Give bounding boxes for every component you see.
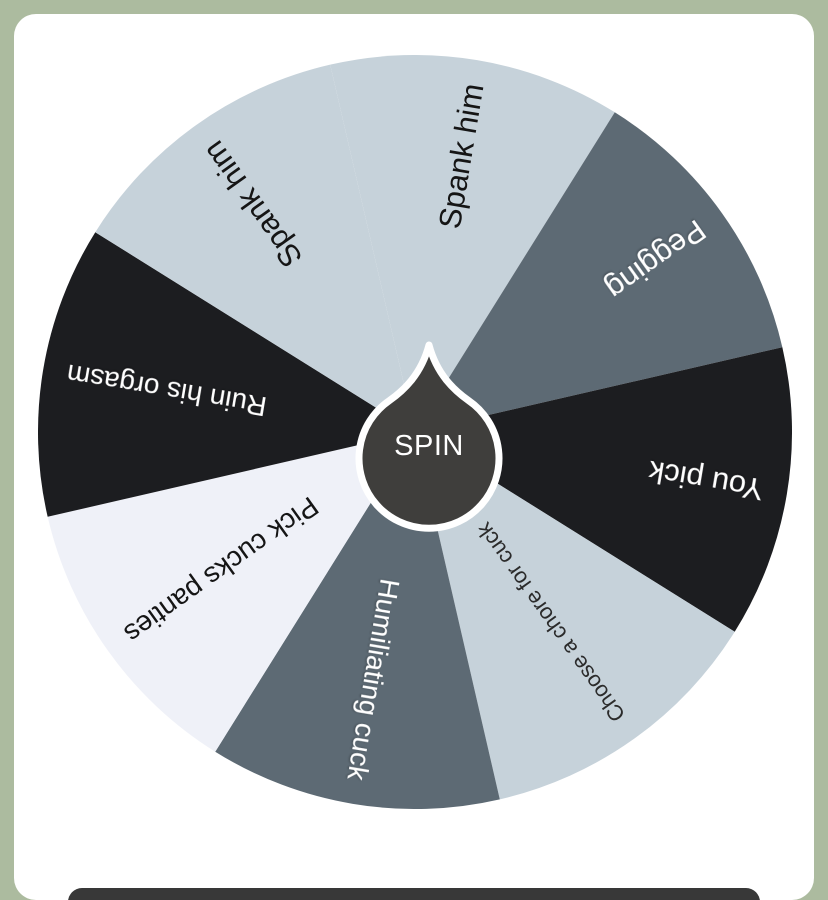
wheel-segment[interactable] (38, 232, 415, 517)
wheel-segment[interactable] (415, 432, 735, 800)
wheel-segment[interactable] (95, 64, 415, 432)
wheel-segment[interactable] (415, 112, 783, 432)
wheel-segment[interactable] (415, 347, 792, 632)
wheel-segment[interactable] (47, 432, 415, 752)
bottom-action-bar[interactable] (68, 888, 760, 900)
wheel-slices[interactable] (38, 55, 792, 809)
wheel-segment[interactable] (330, 55, 615, 432)
spin-hub-shape[interactable] (351, 341, 507, 532)
